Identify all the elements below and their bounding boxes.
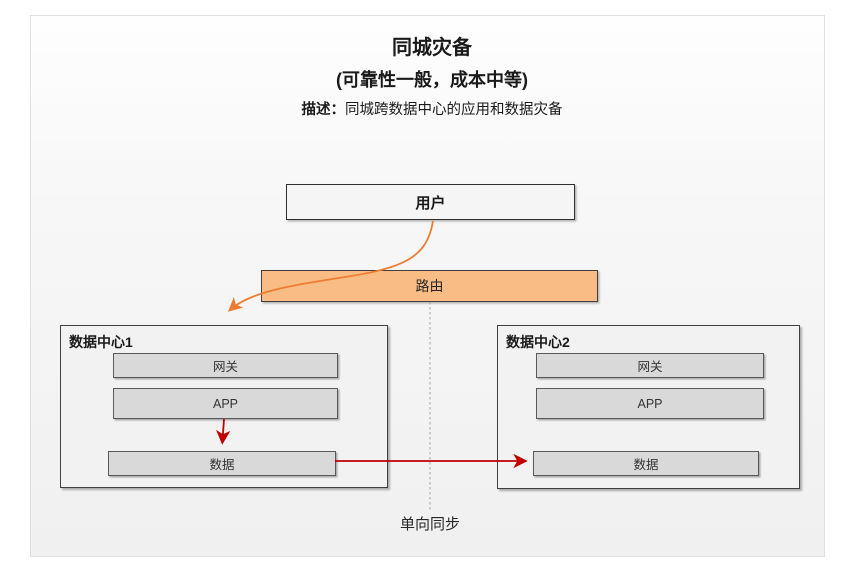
dc2-data-layer: 数据: [533, 451, 759, 476]
dc1-app-layer: APP: [113, 388, 338, 419]
user-node: 用户: [286, 184, 575, 220]
dc2-gateway-layer: 网关: [536, 353, 764, 378]
dc1-data-layer: 数据: [108, 451, 336, 476]
page-title: 同城灾备: [392, 37, 472, 59]
page-subtitle: (可靠性一般，成本中等): [336, 70, 528, 90]
description-line: 描述：同城跨数据中心的应用和数据灾备: [0, 101, 864, 119]
dc1-gateway-layer: 网关: [113, 353, 338, 378]
dc2-app-layer: APP: [536, 388, 764, 419]
datacenter-2-title: 数据中心2: [506, 334, 570, 350]
router-node: 路由: [261, 270, 598, 302]
description-label: 描述：: [301, 102, 346, 118]
diagram-header: 同城灾备 (可靠性一般，成本中等) 描述：同城跨数据中心的应用和数据灾备: [0, 36, 864, 119]
description-text: 同城跨数据中心的应用和数据灾备: [345, 102, 563, 118]
datacenter-1-title: 数据中心1: [69, 334, 133, 350]
datacenter-1-node: 数据中心1 网关 APP 数据: [60, 325, 388, 488]
one-way-sync-label: 单向同步: [399, 516, 461, 533]
router-node-label: 路由: [415, 278, 444, 294]
datacenter-2-node: 数据中心2 网关 APP 数据: [497, 325, 800, 489]
user-node-label: 用户: [415, 194, 446, 212]
